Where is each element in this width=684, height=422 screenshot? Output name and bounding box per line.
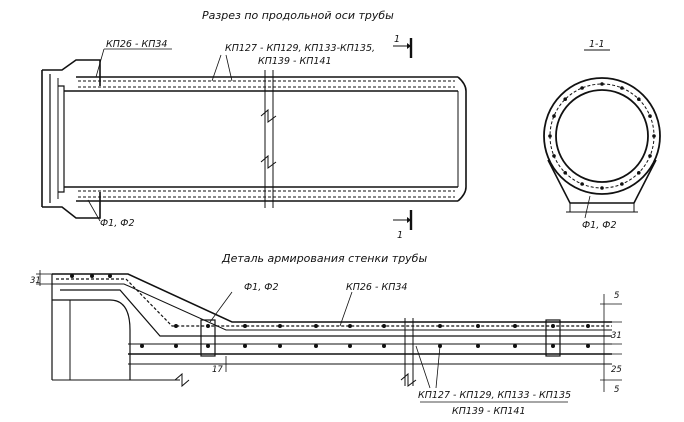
bar-dot (600, 82, 604, 86)
bar-dot (637, 171, 641, 175)
longitudinal-section: 1 1 КП26 - КП34 КП127 - КП129, КП133-КП1… (41, 34, 467, 241)
cross-section-bar-dots (548, 82, 656, 190)
bar-dot (648, 154, 652, 158)
bar-dots-bottom (140, 344, 590, 348)
bar-dot (563, 97, 567, 101)
section-mark-label: 1-1 (589, 39, 605, 50)
cut-mark-bottom: 1 (397, 230, 403, 241)
detail-title: Деталь армирования стенки трубы (221, 252, 427, 265)
cross-section-1-1: 1-1 Ф1, Ф2 (543, 39, 661, 231)
bar-dot (548, 134, 552, 138)
bar-dot (620, 86, 624, 90)
bar-dot (620, 182, 624, 186)
bar-dot (637, 97, 641, 101)
bar-dot (580, 86, 584, 90)
section-title: Разрез по продольной оси трубы (202, 9, 394, 22)
reinforcement-detail: Ф1, Ф2 КП26 - КП34 КП127 - КП129, КП133 … (30, 270, 622, 417)
bar-dot (552, 154, 556, 158)
label-kp127-top-line2: КП139 - КП141 (258, 56, 332, 67)
bar-dot (580, 182, 584, 186)
cut-mark-top: 1 (394, 34, 400, 45)
label-kp26-kp34-detail: КП26 - КП34 (346, 282, 407, 293)
bar-dot (600, 186, 604, 190)
bar-dot (648, 114, 652, 118)
dim-25: 25 (611, 365, 622, 375)
dim-31-right: 31 (611, 331, 622, 341)
dim-5-top: 5 (614, 291, 619, 301)
bar-dot (652, 134, 656, 138)
label-f1f2-detail: Ф1, Ф2 (244, 282, 278, 293)
label-kp127-top-line1: КП127 - КП129, КП133-КП135, (225, 43, 375, 54)
label-f1f2-left: Ф1, Ф2 (100, 218, 134, 229)
label-kp26-kp34-top: КП26 - КП34 (106, 39, 167, 50)
bar-dot (563, 171, 567, 175)
label-f1f2-right: Ф1, Ф2 (582, 220, 616, 231)
bar-dot (552, 114, 556, 118)
label-kp127-detail-line2: КП139 - КП141 (452, 406, 526, 417)
dim-17: 17 (212, 365, 223, 375)
dim-5-bottom: 5 (614, 385, 619, 395)
label-kp127-detail-line1: КП127 - КП129, КП133 - КП135 (418, 390, 571, 401)
bar-dots-top (70, 274, 590, 328)
dim-31-left: 31 (30, 276, 41, 286)
